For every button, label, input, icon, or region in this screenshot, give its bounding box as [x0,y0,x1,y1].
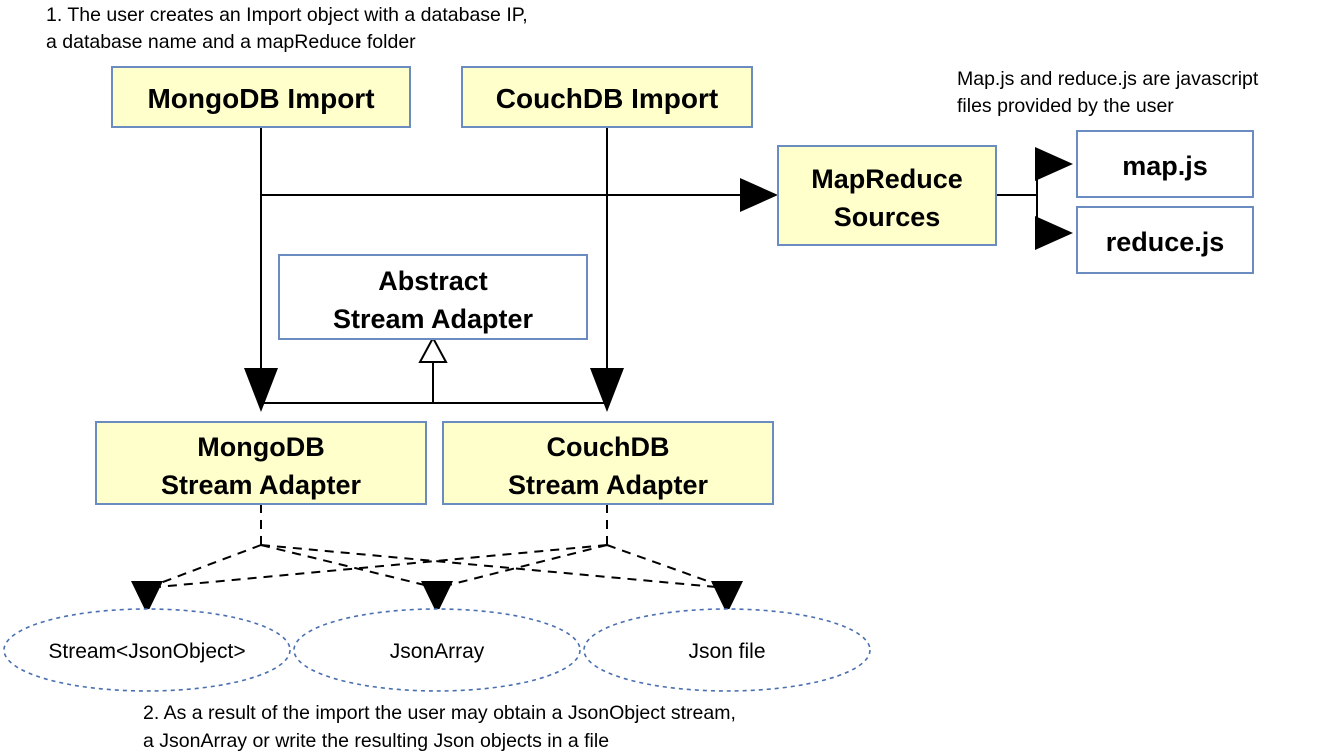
arrowhead-to-mongodb-stream-adapter [244,368,278,412]
hollow-triangle-inheritance-icon [418,335,448,363]
node-label-abstract-stream-adapter-line2: Stream Adapter [333,304,534,334]
output-ellipse-jsonfile[interactable] [583,608,871,692]
outputs-layer: Stream<JsonObject> JsonArray Json file [3,608,871,692]
output-label-jsonfile: Json file [688,640,765,663]
output-label-stream-jsonobject: Stream<JsonObject> [48,640,245,663]
node-label-mapreduce-sources-line1: MapReduce [811,164,963,194]
node-label-map-js: map.js [1122,151,1208,181]
node-label-couchdb-stream-adapter-line2: Stream Adapter [508,470,709,500]
arrowhead-to-stream-jsonobject [131,581,163,614]
node-label-mongodb-stream-adapter-line2: Stream Adapter [161,470,362,500]
node-label-abstract-stream-adapter-line1: Abstract [378,266,488,296]
nodes-layer: MongoDB Import CouchDB Import MapReduce … [95,66,1254,505]
annotation-note-js-line1: Map.js and reduce.js are javascript [957,68,1259,90]
node-label-mongodb-stream-adapter-line1: MongoDB [197,432,324,462]
annotation-step2-line2: a JsonArray or write the resulting Json … [143,730,609,752]
node-label-mapreduce-sources-line2: Sources [834,202,941,232]
node-mongodb-import[interactable] [111,66,411,128]
connector-layer [131,127,1073,614]
node-mapreduce-sources[interactable] [777,145,997,246]
output-label-jsonarray: JsonArray [390,640,485,663]
arrowhead-to-reducejs [1035,216,1073,250]
node-couchdb-stream-adapter[interactable] [442,421,774,505]
edge-couchdb-sa-to-jsonfile [606,544,728,589]
node-label-mongodb-import: MongoDB Import [147,83,374,114]
edge-mongodb-sa-to-jsonarray [260,544,438,589]
node-label-reduce-js: reduce.js [1106,227,1225,257]
annotations-layer: 1. The user creates an Import object wit… [46,4,1259,752]
node-label-couchdb-stream-adapter-line1: CouchDB [547,432,670,462]
output-ellipse-stream-jsonobject[interactable] [3,608,291,692]
node-map-js[interactable] [1076,130,1254,198]
output-ellipse-jsonarray[interactable] [293,608,581,692]
edge-mongodb-sa-to-jsonfile [260,544,728,589]
annotation-step1-line1: 1. The user creates an Import object wit… [46,4,528,26]
edge-couchdb-sa-to-jsonarray [436,544,608,589]
arrowhead-to-jsonarray [421,581,453,614]
arrowhead-to-mapreduce [740,178,778,212]
node-couchdb-import[interactable] [461,66,753,128]
arrowhead-to-couchdb-stream-adapter [590,368,624,412]
annotation-step1-line2: a database name and a mapReduce folder [46,31,416,53]
node-mongodb-stream-adapter[interactable] [95,421,427,505]
node-label-couchdb-import: CouchDB Import [496,83,718,114]
edge-mongodb-sa-to-stream [146,544,262,589]
edge-couchdb-sa-to-stream [146,544,608,589]
annotation-note-js-line2: files provided by the user [957,95,1174,117]
annotation-step2-line1: 2. As a result of the import the user ma… [143,702,736,724]
node-reduce-js[interactable] [1076,206,1254,274]
node-abstract-stream-adapter[interactable] [278,254,588,340]
arrowhead-to-jsonfile [711,581,743,614]
arrowhead-to-mapjs [1035,147,1073,181]
